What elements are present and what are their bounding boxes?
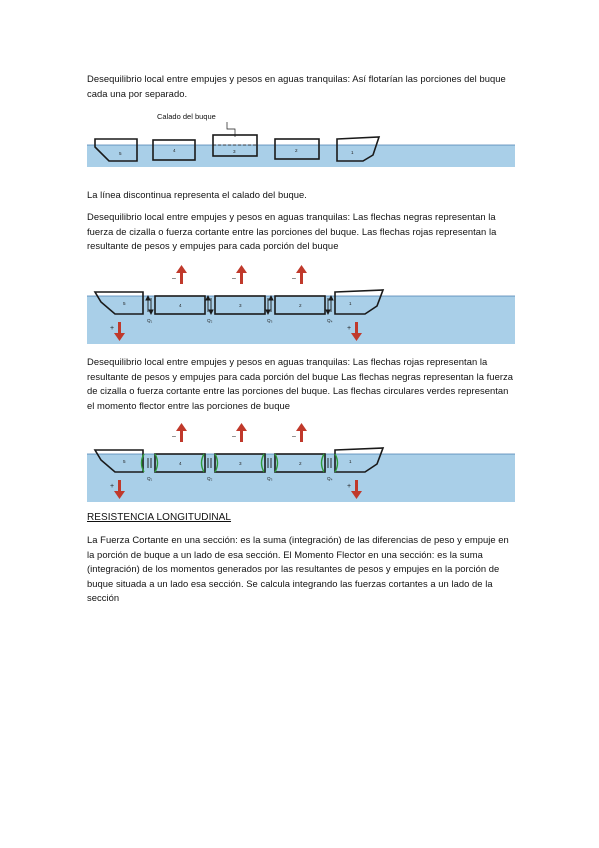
section-label-q4: Q₄ [327, 318, 333, 323]
red-arrows-down [114, 480, 362, 499]
svg-text:Q₄: Q₄ [327, 476, 333, 481]
svg-text:2: 2 [299, 461, 302, 466]
svg-text:–: – [232, 275, 236, 282]
svg-text:+: + [110, 325, 114, 332]
hull-segment-3 [214, 295, 266, 315]
hull-segment-2 [274, 295, 326, 315]
svg-text:–: – [292, 433, 296, 440]
svg-text:2: 2 [299, 303, 302, 308]
definitions-paragraph: La Fuerza Cortante en una sección: es la… [87, 534, 509, 603]
red-arrows-up [176, 423, 307, 442]
segment-label-3: 3 [233, 149, 236, 154]
moment-paragraph: Desequilibrio local entre empujes y peso… [87, 356, 514, 411]
svg-text:+: + [347, 325, 351, 332]
svg-text:1: 1 [349, 301, 352, 306]
water [87, 145, 515, 167]
svg-text:Q₃: Q₃ [267, 476, 273, 481]
segment-label-1: 1 [351, 150, 354, 155]
svg-text:–: – [172, 275, 176, 282]
figure-floating-portions: 5 4 3 2 1 Calado del buque [87, 112, 515, 167]
figure-shear-forces: 5 4 3 2 1 Q₁ Q₂ Q₃ Q₄ – – – + + [87, 265, 515, 344]
segment-label-5: 5 [119, 151, 122, 156]
water [87, 296, 515, 344]
svg-text:–: – [172, 433, 176, 440]
section-label-q3: Q₃ [267, 318, 273, 323]
intro-paragraph: Desequilibrio local entre empujes y peso… [87, 73, 506, 99]
hull-segment-4 [154, 453, 206, 473]
section-label-q2: Q₂ [207, 318, 213, 323]
svg-text:1: 1 [349, 459, 352, 464]
hull-segment-5 [93, 291, 144, 315]
svg-text:–: – [232, 433, 236, 440]
svg-text:3: 3 [239, 303, 242, 308]
hull-segment-1 [336, 136, 381, 162]
hull-segment-2 [274, 453, 326, 473]
shear-arrows [147, 458, 332, 468]
svg-text:–: – [292, 275, 296, 282]
green-moment-arrows [140, 453, 339, 473]
figure-bending-moments: 5 4 3 2 1 Q₁ Q₂ Q₃ Q₄ – – – + + [87, 423, 515, 502]
svg-text:3: 3 [239, 461, 242, 466]
segment-label-2: 2 [295, 148, 298, 153]
hull-segment-4 [154, 295, 206, 315]
caption-leader [226, 122, 236, 137]
hull-segment-5 [93, 449, 144, 473]
shear-paragraph: Desequilibrio local entre empujes y peso… [87, 211, 497, 251]
section-label-q1: Q₁ [147, 318, 153, 323]
water [87, 454, 515, 502]
svg-text:Q₂: Q₂ [207, 476, 213, 481]
hull-segment-1 [334, 289, 385, 315]
svg-text:Q₁: Q₁ [147, 476, 153, 481]
svg-text:4: 4 [179, 303, 182, 308]
dashed-line-note: La línea discontinua representa el calad… [87, 189, 307, 200]
svg-text:5: 5 [123, 459, 126, 464]
shear-arrows [145, 294, 334, 316]
svg-text:5: 5 [123, 301, 126, 306]
svg-text:+: + [110, 483, 114, 490]
red-arrows-up [176, 265, 307, 284]
hull-segment-1 [334, 447, 385, 473]
hull-segment-2 [274, 138, 320, 160]
segment-label-4: 4 [173, 148, 176, 153]
hull-segment-5 [94, 138, 138, 162]
draft-caption: Calado del buque [157, 112, 216, 121]
red-arrows-down [114, 322, 362, 341]
svg-text:+: + [347, 483, 351, 490]
section-heading: RESISTENCIA LONGITUDINAL [87, 512, 232, 523]
hull-segment-4 [152, 139, 196, 161]
svg-text:4: 4 [179, 461, 182, 466]
hull-segment-3 [214, 453, 266, 473]
